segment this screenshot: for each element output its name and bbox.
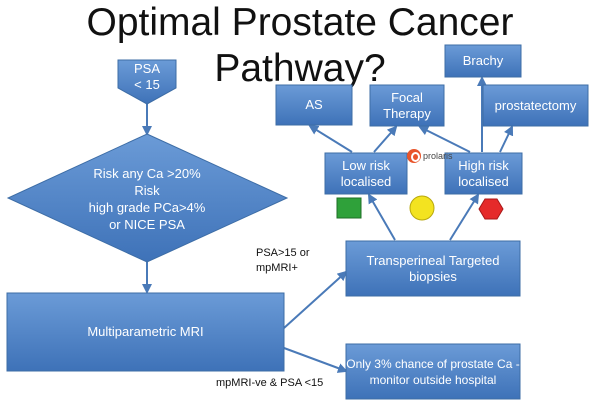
edge-mri-biopsies [283,270,348,329]
low-risk-node-shape [324,152,408,195]
edge-mri-only3 [283,347,348,373]
edge-biopsies-low [367,193,396,241]
brachy-node-shape [444,44,522,78]
edge-low-focal [373,125,398,153]
only3-node-shape [345,343,521,400]
psa-mpmri-edge-label: PSA>15 or mpMRI+ [256,247,310,274]
green-square-indicator [336,197,362,219]
mri-negative-edge-label: mpMRI-ve & PSA <15 [216,377,324,389]
prolaris-logo-icon [407,149,421,163]
yellow-circle-indicator [409,195,435,221]
edge-high-prostatectomy [499,125,514,153]
edges [142,76,514,373]
as-node-shape [275,84,353,126]
edge-high-focal [418,126,471,153]
high-risk-node-shape [444,152,523,195]
psa-node-shape [117,59,177,105]
edge-biopsies-high [449,193,480,241]
risk-decision-shape [6,133,289,263]
prostatectomy-node-shape [482,84,589,127]
page-title: Optimal Prostate Cancer Pathway? [86,1,514,90]
red-hexagon-indicator [478,198,504,220]
prolaris-logo: prolaris [407,149,453,163]
focal-node-shape [369,84,445,127]
edge-low-as [308,124,353,153]
prolaris-logo-text: prolaris [423,151,453,161]
biopsies-node-shape [345,240,521,297]
mri-node-shape [6,292,285,372]
